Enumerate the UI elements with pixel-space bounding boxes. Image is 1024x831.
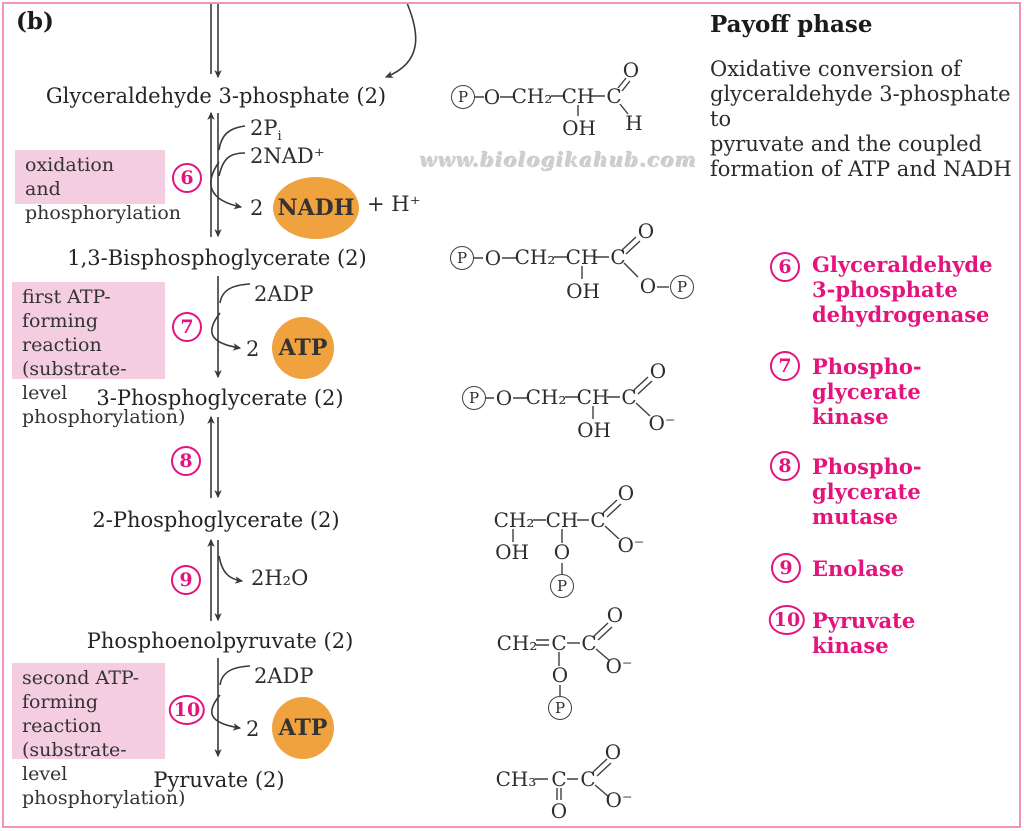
step6-substrate-nad: 2NAD⁺ bbox=[250, 144, 325, 168]
step7-number-circle: 7 bbox=[172, 312, 202, 342]
step6-box-line: oxidation and bbox=[25, 154, 115, 200]
step6-product-coefficient: 2 bbox=[250, 196, 264, 220]
step10-box-line: second ATP- bbox=[22, 667, 140, 689]
panel-description-line: formation of ATP and NADH bbox=[710, 157, 1012, 181]
step10-box-line: phosphorylation) bbox=[22, 787, 186, 809]
step6-number-circle: 6 bbox=[172, 163, 202, 193]
step6-box-line: phosphorylation bbox=[25, 202, 182, 224]
step6-substrate-pi: 2Pi bbox=[250, 115, 282, 145]
metabolite-3-phosphoglycerate: 3-Phosphoglycerate (2) bbox=[96, 386, 344, 410]
atp-badge-step7: ATP bbox=[272, 317, 334, 379]
legend-enzyme-enolase: Enolase bbox=[812, 556, 905, 581]
metabolite-2-phosphoglycerate: 2-Phosphoglycerate (2) bbox=[92, 508, 340, 532]
step10-substrate-adp: 2ADP bbox=[254, 664, 314, 688]
legend-circle-7: 7 bbox=[770, 351, 800, 381]
step7-substrate-adp: 2ADP bbox=[254, 282, 314, 306]
metabolite-phosphoenolpyruvate: Phosphoenolpyruvate (2) bbox=[86, 629, 354, 653]
step10-product-coefficient: 2 bbox=[246, 717, 260, 741]
step7-box-line: forming reaction bbox=[22, 310, 102, 356]
figure-label: (b) bbox=[16, 8, 54, 35]
legend-circle-9: 9 bbox=[771, 553, 801, 583]
step6-annotation-box: oxidation and phosphorylation bbox=[15, 150, 181, 224]
panel-description-line: glyceraldehyde 3-phosphate to bbox=[710, 82, 1011, 131]
step7-box-line: phosphorylation) bbox=[22, 406, 186, 428]
step10-box-line: forming reaction bbox=[22, 691, 102, 737]
panel-title: Payoff phase bbox=[710, 11, 873, 38]
top-curved-arrow bbox=[384, 2, 417, 78]
panel-description-line: pyruvate and the coupled bbox=[710, 132, 982, 156]
step7-product-coefficient: 2 bbox=[246, 337, 260, 361]
step7-annotation-box: first ATP- forming reaction (substrate-l… bbox=[12, 282, 185, 428]
legend-circle-8: 8 bbox=[770, 451, 800, 481]
atp-badge-step10: ATP bbox=[272, 697, 334, 759]
step7-box-line: first ATP- bbox=[22, 286, 111, 308]
legend-circle-6: 6 bbox=[770, 252, 800, 282]
metabolite-glyceraldehyde-3-phosphate: Glyceraldehyde 3-phosphate (2) bbox=[45, 84, 387, 108]
legend-circle-10: 10 bbox=[768, 605, 806, 635]
step9-product-water: 2H₂O bbox=[251, 566, 309, 590]
step10-annotation-box: second ATP- forming reaction (substrate-… bbox=[12, 663, 185, 809]
chemical-bonds bbox=[473, 77, 669, 800]
flow-arrows bbox=[207, 2, 417, 758]
step6-product-hplus: + H⁺ bbox=[367, 192, 421, 216]
nadh-badge: NADH bbox=[273, 177, 359, 239]
watermark: www.biologikahub.com bbox=[420, 148, 698, 172]
step10-box-line: (substrate-level bbox=[22, 739, 127, 785]
step9-number-circle: 9 bbox=[171, 565, 201, 595]
metabolite-13-bisphosphoglycerate: 1,3-Bisphosphoglycerate (2) bbox=[67, 246, 367, 270]
step10-number-circle: 10 bbox=[168, 695, 206, 725]
metabolite-pyruvate: Pyruvate (2) bbox=[153, 768, 285, 792]
panel-description-line: Oxidative conversion of bbox=[710, 57, 961, 81]
step8-number-circle: 8 bbox=[171, 446, 201, 476]
step7-box-line: (substrate-level bbox=[22, 358, 127, 404]
panel-description: Oxidative conversion of glyceraldehyde 3… bbox=[710, 57, 1024, 182]
